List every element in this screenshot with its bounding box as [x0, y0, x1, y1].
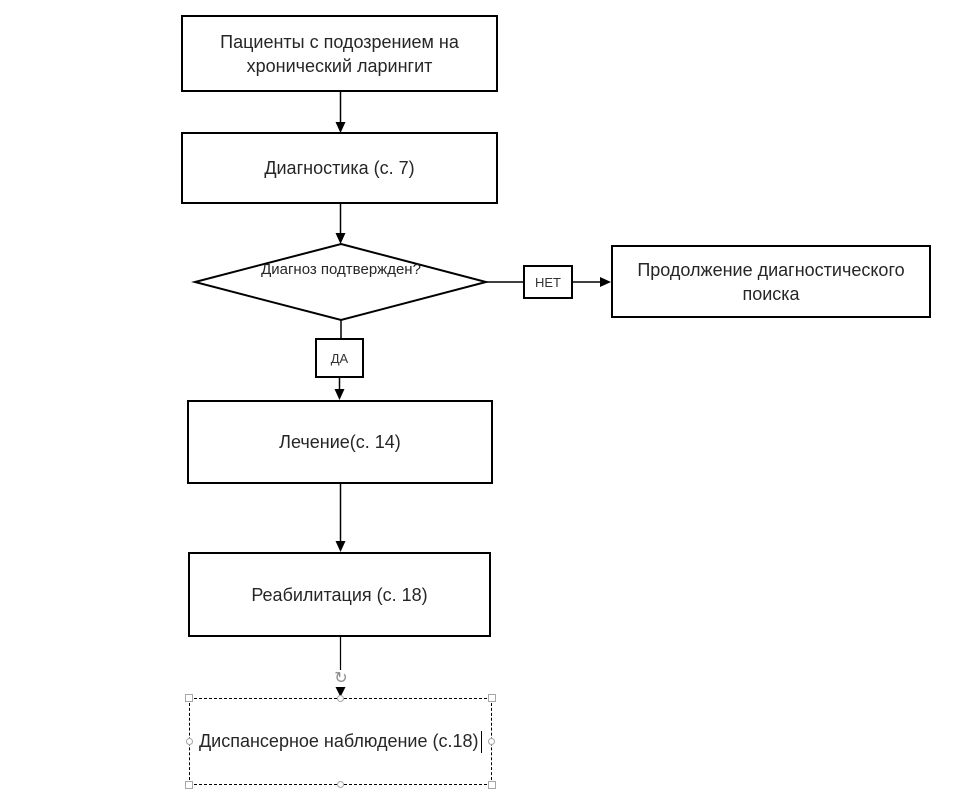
selection-handle-middle-left[interactable]: [186, 738, 193, 745]
node-patients[interactable]: Пациенты с подозрением на хронический ла…: [181, 15, 498, 92]
selection-handle-bottom-center[interactable]: [337, 781, 344, 788]
node-continue-search[interactable]: Продолжение диагностического поиска: [611, 245, 931, 318]
node-diagnostics[interactable]: Диагностика (с. 7): [181, 132, 498, 204]
selection-handle-top-center[interactable]: [337, 695, 344, 702]
edge-label-no[interactable]: НЕТ: [523, 265, 573, 299]
rotation-handle-icon[interactable]: ↻: [334, 668, 348, 687]
arrowhead-decision: [335, 233, 346, 244]
node-continue-search-label: Продолжение диагностического поиска: [637, 259, 905, 304]
node-observation-label: Диспансерное наблюдение (с.18): [198, 731, 479, 751]
arrowhead-treatment: [334, 389, 345, 400]
node-treatment-label: Лечение(с. 14): [279, 432, 401, 452]
selection-handle-middle-right[interactable]: [488, 738, 495, 745]
node-observation-selected[interactable]: Диспансерное наблюдение (с.18): [189, 698, 492, 785]
edge-label-yes-text: ДА: [330, 350, 349, 366]
decision-diamond-label: Диагноз подтвержден?: [261, 261, 421, 278]
selection-handle-top-left[interactable]: [185, 694, 193, 702]
arrowhead-rehabilitation: [335, 541, 346, 552]
arrowhead-diagnostics: [335, 122, 346, 133]
node-treatment[interactable]: Лечение(с. 14): [187, 400, 493, 484]
selection-handle-bottom-left[interactable]: [185, 781, 193, 789]
node-rehabilitation[interactable]: Реабилитация (с. 18): [188, 552, 491, 637]
arrowhead-continue: [600, 277, 611, 287]
node-patients-label: Пациенты с подозрением на хронический ла…: [220, 31, 459, 76]
edge-label-no-text: НЕТ: [535, 274, 561, 290]
node-diagnostics-label: Диагностика (с. 7): [264, 158, 415, 178]
decision-diamond-shape[interactable]: [191, 242, 490, 322]
arrowhead-observation: [335, 687, 346, 697]
selection-handle-top-right[interactable]: [488, 694, 496, 702]
node-rehabilitation-label: Реабилитация (с. 18): [251, 584, 428, 605]
edge-label-yes[interactable]: ДА: [315, 338, 364, 378]
selection-handle-bottom-right[interactable]: [488, 781, 496, 789]
text-cursor: [480, 730, 483, 753]
